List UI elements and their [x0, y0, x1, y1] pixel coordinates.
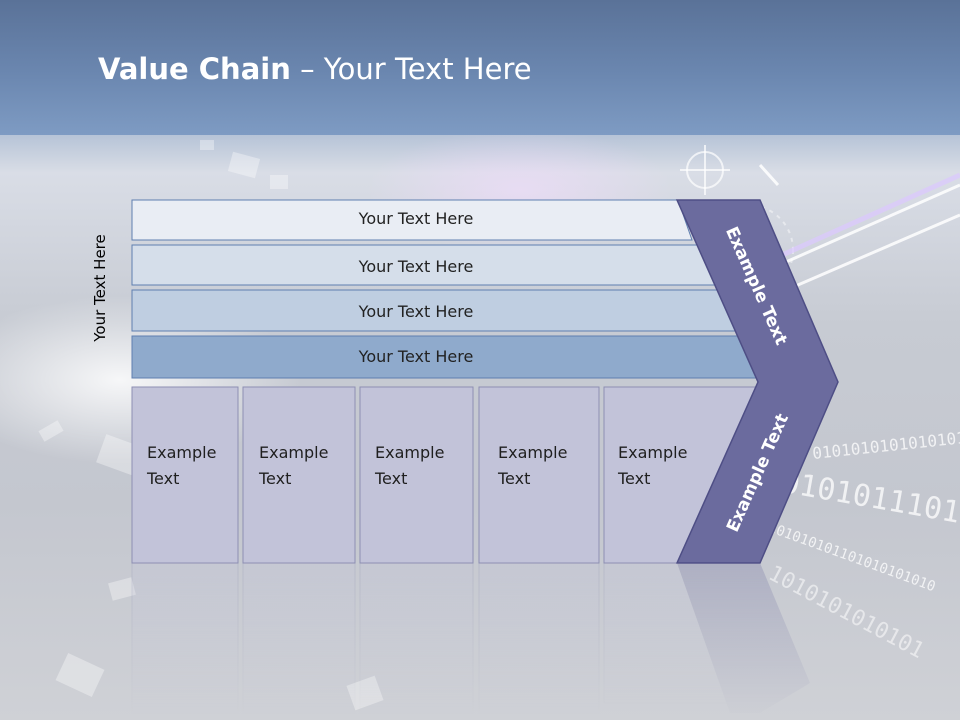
header-band [0, 0, 960, 135]
column-text-5-line1: Example [618, 443, 688, 462]
column-text-1-line2: Text [147, 469, 180, 488]
title-bold: Value Chain [98, 52, 291, 86]
column-box-1 [131, 386, 239, 564]
column-text-5-line2: Text [618, 469, 651, 488]
column-text-3-line2: Text [375, 469, 408, 488]
column-text-3-line1: Example [375, 443, 445, 462]
title-rest: – Your Text Here [290, 52, 532, 86]
column-box-3 [359, 386, 474, 564]
column-box-4 [478, 386, 600, 564]
row-bar-1 [131, 199, 693, 241]
column-text-1-line1: Example [147, 443, 217, 462]
column-text-4-line2: Text [498, 469, 531, 488]
column-text-2-line1: Example [259, 443, 329, 462]
reflection [131, 563, 810, 714]
column-box-2 [242, 386, 356, 564]
chevron-shape [675, 199, 839, 564]
row-label-3: Your Text Here [358, 302, 474, 321]
slide-title: Value Chain – Your Text Here [98, 52, 532, 86]
row-label-2: Your Text Here [358, 257, 474, 276]
column-text-2-line2: Text [259, 469, 292, 488]
row-label-4: Your Text Here [358, 347, 474, 366]
row-label-1: Your Text Here [358, 209, 474, 228]
column-text-4-line1: Example [498, 443, 568, 462]
